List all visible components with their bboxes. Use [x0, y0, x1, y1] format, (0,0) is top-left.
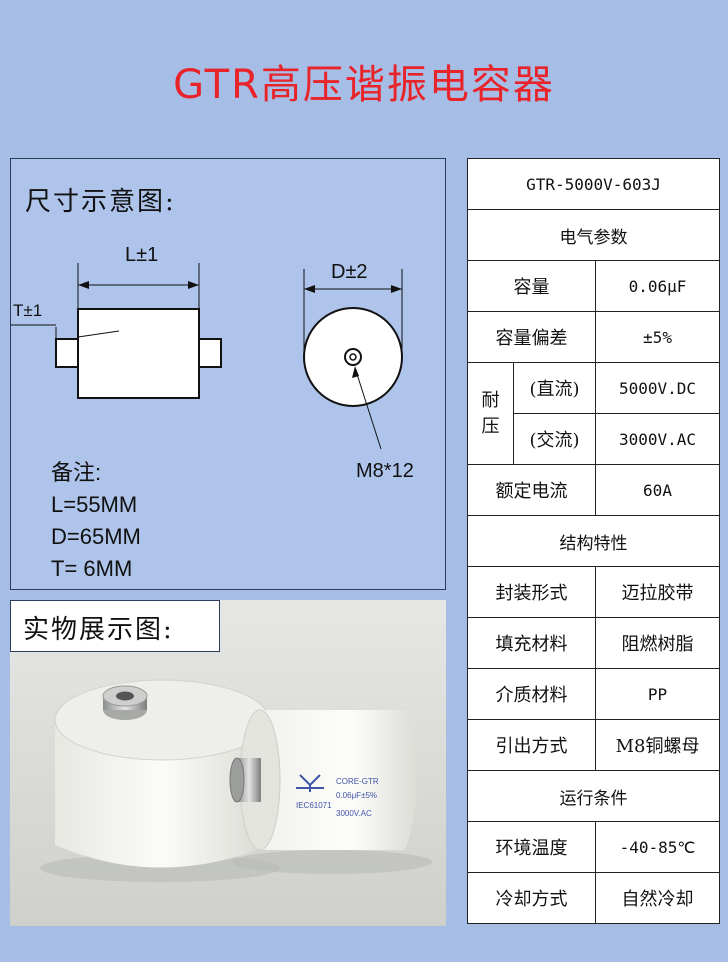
section-electrical: 电气参数	[466, 209, 721, 261]
tolerance-value: ±5%	[594, 311, 721, 363]
section-operation: 运行条件	[466, 770, 721, 822]
note-T: T= 6MM	[51, 556, 133, 581]
tolerance-label: 容量偏差	[467, 311, 596, 363]
side-body	[77, 308, 200, 399]
table-row: 运行条件	[466, 770, 721, 822]
lead-label: 引出方式	[467, 719, 596, 771]
model-cell: GTR-5000V-603J	[466, 158, 721, 210]
temp-value: -40-85℃	[594, 821, 721, 873]
side-left-terminal	[55, 338, 79, 368]
table-row: 电气参数	[466, 209, 721, 261]
table-row: 填充材料阻燃树脂	[467, 617, 721, 669]
side-right-terminal	[198, 338, 222, 368]
lead-value: M8铜螺母	[594, 719, 721, 771]
note-D: D=65MM	[51, 524, 141, 549]
withstand-label-1: 耐	[481, 389, 500, 411]
capacitor-label: CORE-GTR 0.06μF±5% IEC61071 3000V.AC	[296, 774, 379, 818]
product-photo: CORE-GTR 0.06μF±5% IEC61071 3000V.AC	[10, 600, 446, 926]
current-label: 额定电流	[467, 464, 596, 516]
capacity-label: 容量	[467, 260, 596, 312]
label-T: T±1	[13, 301, 42, 320]
product-photo-drawing: CORE-GTR 0.06μF±5% IEC61071 3000V.AC	[10, 600, 446, 926]
front-thread-inner	[349, 353, 357, 361]
label-L: L±1	[125, 244, 158, 266]
label-thread: M8*12	[356, 460, 414, 482]
ac-label: (交流)	[513, 413, 596, 465]
withstand-label: 耐 压	[467, 362, 514, 465]
table-row: 环境温度-40-85℃	[467, 821, 721, 873]
table-row: 封装形式迈拉胶带	[467, 566, 721, 618]
dimension-diagram: L±1 T±1 D±2 M8*12	[11, 244, 414, 482]
package-value: 迈拉胶带	[594, 566, 721, 618]
photo-heading: 实物展示图:	[10, 600, 220, 652]
photo-label-volt: 3000V.AC	[336, 809, 372, 818]
table-row: GTR-5000V-603J	[466, 158, 721, 210]
dimension-panel: 尺寸示意图: L±1 T±1 D±2 M8*12 备注: L=5	[10, 158, 446, 590]
filling-value: 阻燃树脂	[594, 617, 721, 669]
dc-value: 5000V.DC	[594, 362, 721, 414]
withstand-label-2: 压	[481, 415, 500, 437]
temp-label: 环境温度	[467, 821, 596, 873]
current-value: 60A	[594, 464, 721, 516]
section-structure: 结构特性	[466, 515, 721, 567]
table-row: 耐 压 (直流) 5000V.DC	[467, 362, 721, 465]
right-capacitor-body	[252, 710, 418, 850]
brand-logo-icon	[296, 774, 324, 792]
filling-label: 填充材料	[467, 617, 596, 669]
table-row: 冷却方式自然冷却	[467, 872, 721, 924]
dc-label: (直流)	[513, 362, 596, 414]
ac-value: 3000V.AC	[594, 413, 721, 465]
dimension-notes: 备注: L=55MM D=65MM T= 6MM	[51, 457, 141, 585]
photo-label-cap: 0.06μF±5%	[336, 791, 377, 800]
page-title: GTR高压谐振电容器	[173, 62, 555, 108]
table-row: (交流) 3000V.AC	[468, 413, 721, 465]
cooling-value: 自然冷却	[594, 872, 721, 924]
cooling-label: 冷却方式	[467, 872, 596, 924]
photo-label-brand: CORE-GTR	[336, 777, 379, 786]
photo-label-std: IEC61071	[296, 801, 332, 810]
table-row: 容量偏差±5%	[467, 311, 721, 363]
dimension-heading: 尺寸示意图:	[25, 187, 176, 217]
dielectric-value: PP	[594, 668, 721, 720]
package-label: 封装形式	[467, 566, 596, 618]
thread-leader	[355, 370, 382, 450]
left-capacitor-top	[54, 679, 270, 761]
notes-title: 备注:	[51, 460, 102, 485]
left-capacitor-body	[55, 720, 270, 868]
table-row: 结构特性	[466, 515, 721, 567]
dielectric-label: 介质材料	[467, 668, 596, 720]
capacity-value: 0.06μF	[594, 260, 721, 312]
label-D: D±2	[331, 261, 368, 283]
note-L: L=55MM	[51, 492, 138, 517]
